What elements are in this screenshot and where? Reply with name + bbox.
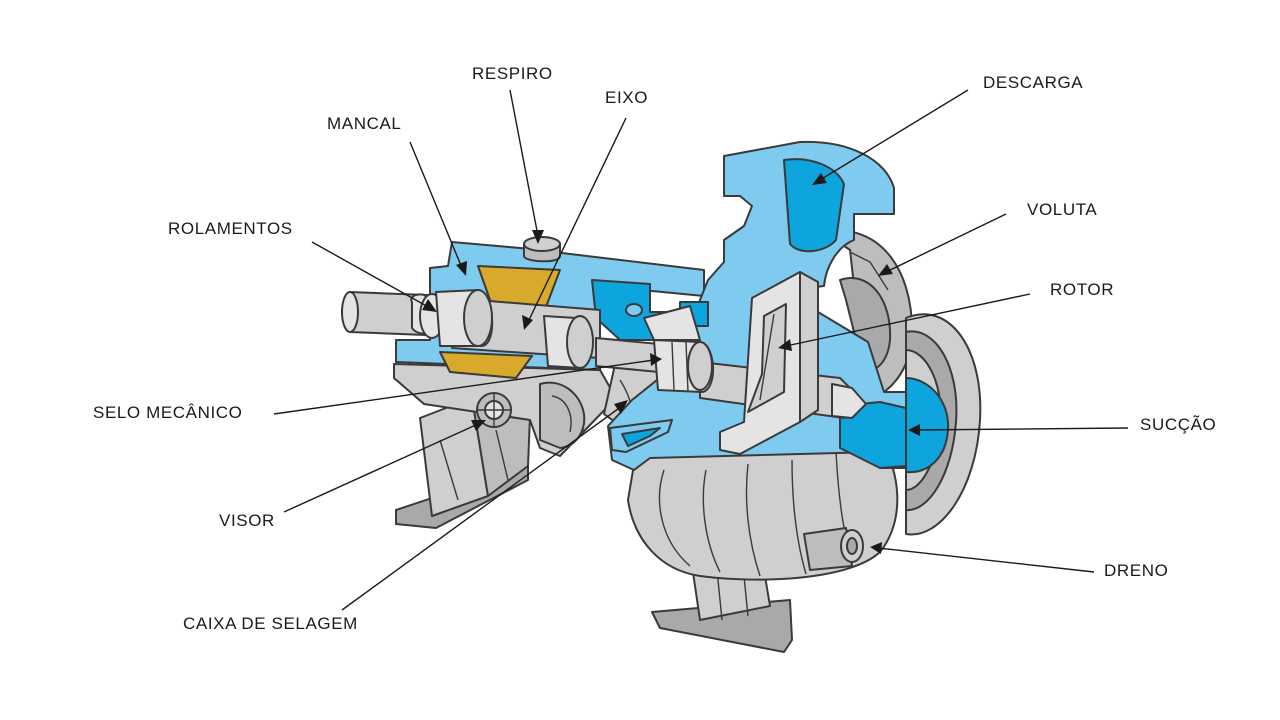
label-mancal: MANCAL (327, 114, 402, 133)
sight-glass (476, 392, 512, 428)
label-dreno: DRENO (1104, 561, 1169, 580)
label-rotor: ROTOR (1050, 280, 1115, 299)
label-caixa-de-selagem: CAIXA DE SELAGEM (183, 614, 358, 633)
drain-plug (803, 527, 864, 571)
label-visor: VISOR (219, 511, 275, 530)
label-descarga: DESCARGA (983, 73, 1084, 92)
label-respiro: RESPIRO (472, 64, 553, 83)
bearings (410, 289, 594, 369)
leader-lines (273, 89, 1129, 611)
breather-cap (523, 236, 561, 263)
label-rolamentos: ROLAMENTOS (168, 219, 293, 238)
label-succao: SUCÇÃO (1140, 415, 1217, 434)
label-selo-mecanico: SELO MECÂNICO (93, 403, 243, 422)
label-eixo: EIXO (605, 88, 649, 107)
impeller (719, 271, 819, 455)
label-voluta: VOLUTA (1027, 200, 1098, 219)
mechanical-seal (643, 305, 715, 393)
